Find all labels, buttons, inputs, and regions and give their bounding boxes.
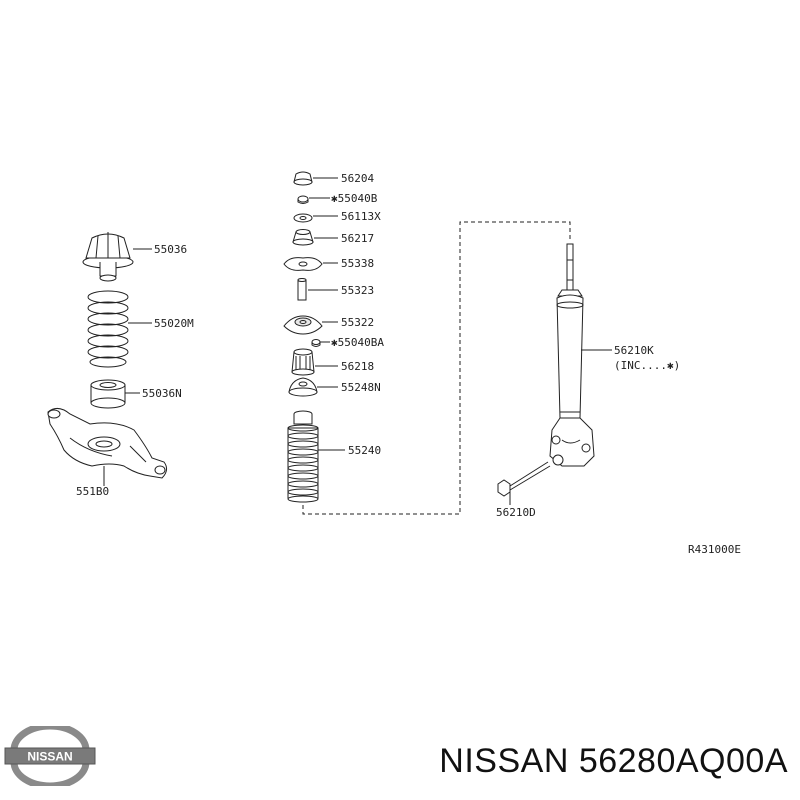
nissan-logo: NISSAN (4, 726, 96, 786)
label-55248N: 55248N (341, 381, 381, 394)
label-55323: 55323 (341, 284, 374, 297)
sleeve-55323 (297, 278, 307, 301)
svg-text:NISSAN: NISSAN (27, 750, 72, 764)
label-55240: 55240 (348, 444, 381, 457)
dust-boot-55240 (287, 410, 319, 503)
label-55338: 55338 (341, 257, 374, 270)
upper-spring-seat-55036 (82, 232, 134, 282)
label-56218: 56218 (341, 360, 374, 373)
bushing-56217 (292, 229, 314, 246)
lower-spring-seat-55036N (90, 379, 126, 409)
label-56210K: 56210K (614, 344, 654, 357)
label-56210D: 56210D (496, 506, 536, 519)
label-56113X: 56113X (341, 210, 381, 223)
bumper-56218 (291, 348, 315, 376)
label-56210K-inc: (INC....✱) (614, 359, 680, 372)
bolt-56210D (497, 461, 551, 497)
nut-55040BA (311, 339, 321, 347)
label-55040BA: ✱55040BA (331, 336, 384, 349)
label-55036: 55036 (154, 243, 187, 256)
label-55322: 55322 (341, 316, 374, 329)
mount-55322 (283, 315, 323, 335)
part-number-title: NISSAN 56280AQ00A (439, 742, 788, 780)
rubber-55248N (288, 377, 318, 397)
label-56217: 56217 (341, 232, 374, 245)
plate-55338 (283, 257, 323, 271)
assembly-bracket (302, 221, 571, 515)
reference-code: R431000E (688, 543, 741, 556)
label-55040B: ✱55040B (331, 192, 378, 205)
washer-56113X (293, 213, 313, 223)
lower-link-551B0 (47, 408, 168, 479)
nut-55040B (297, 195, 309, 204)
label-56204: 56204 (341, 172, 374, 185)
coil-spring-55020M (87, 290, 129, 368)
label-551B0: 551B0 (76, 485, 109, 498)
label-55020M: 55020M (154, 317, 194, 330)
shock-absorber-56210K (549, 243, 595, 467)
cap-56204 (293, 171, 313, 186)
label-55036N: 55036N (142, 387, 182, 400)
